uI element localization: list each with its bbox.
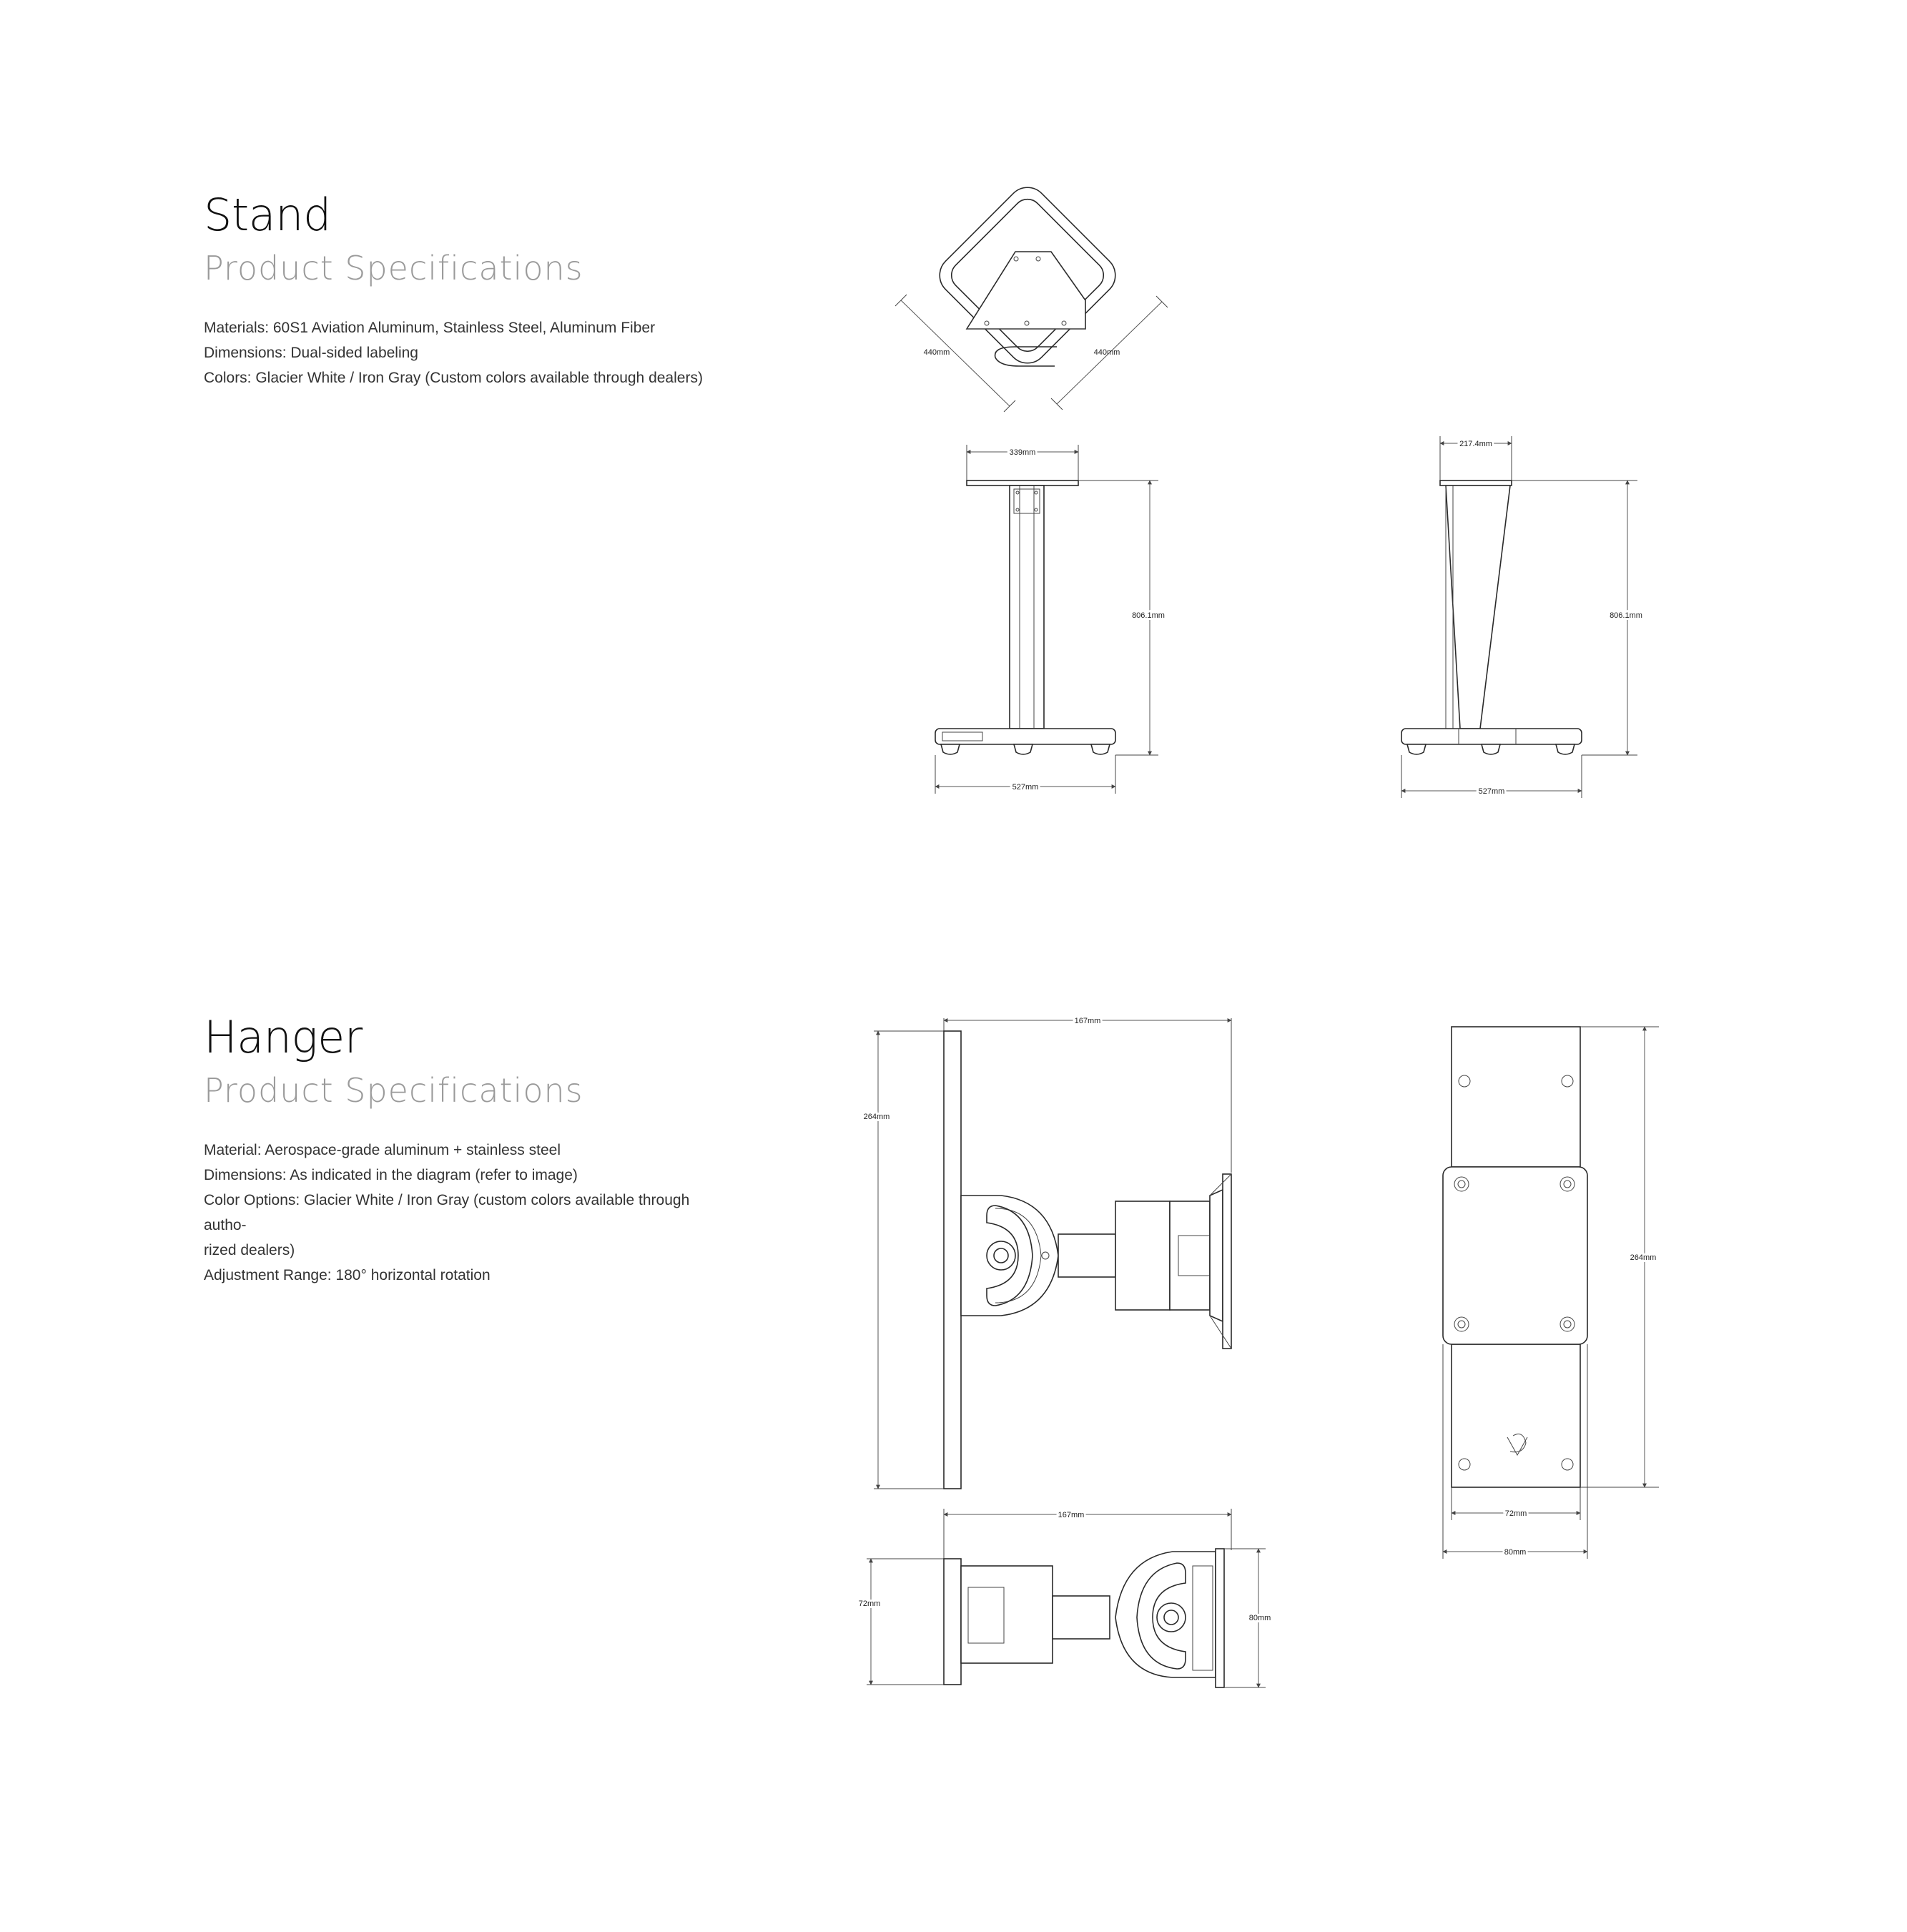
stand-side-dim-top: 217.4mm (1459, 440, 1492, 448)
hanger-spec-colors: Color Options: Glacier White / Iron Gray… (204, 1191, 690, 1233)
stand-subtitle: Product Specifications (204, 249, 583, 287)
stand-side-dim-height: 806.1mm (1610, 611, 1642, 620)
hanger-top-dim-depth: 72mm (859, 1600, 881, 1608)
hanger-spec-colors-cont: rized dealers) (204, 1241, 295, 1258)
hanger-back-dim-outer: 80mm (1504, 1548, 1527, 1557)
hanger-back-view: 264mm 72mm 80mm (1442, 1026, 1659, 1559)
hanger-top-view: 167mm 72mm 80mm (857, 1509, 1273, 1688)
stand-front-dim-height: 806.1mm (1132, 611, 1165, 620)
stand-top-view: 440mm 440mm (895, 187, 1168, 413)
hanger-spec-material: Material: Aerospace-grade aluminum + sta… (204, 1141, 561, 1158)
hanger-title: Hanger (204, 1011, 363, 1063)
stand-side-view: 217.4mm 806.1mm 527mm (1401, 436, 1645, 798)
hanger-back-dim-height: 264mm (1630, 1253, 1657, 1262)
stand-front-view: 339mm 806.1mm 527mm (935, 445, 1167, 794)
hanger-spec-list: Material: Aerospace-grade aluminum + sta… (204, 1138, 733, 1288)
hanger-section: Hanger Product Specifications Material: … (204, 1015, 733, 1288)
hanger-spec-dimensions: Dimensions: As indicated in the diagram … (204, 1166, 578, 1183)
hanger-side-dim-height: 264mm (864, 1113, 890, 1121)
hanger-side-view: 167mm 264mm (862, 1015, 1232, 1489)
hanger-back-dim-inner: 72mm (1505, 1509, 1527, 1518)
hanger-top-dim-width: 167mm (1058, 1511, 1085, 1519)
stand-top-dim-left: 440mm (924, 348, 950, 357)
stand-front-dim-top: 339mm (1010, 448, 1036, 457)
hanger-subtitle: Product Specifications (204, 1071, 583, 1110)
stand-spec-materials: Materials: 60S1 Aviation Aluminum, Stain… (204, 319, 656, 336)
stand-title: Stand (204, 189, 331, 241)
stand-side-dim-base: 527mm (1479, 787, 1505, 796)
hanger-top-dim-plate: 80mm (1249, 1614, 1271, 1622)
hanger-side-dim-width: 167mm (1075, 1017, 1101, 1025)
stand-spec-dimensions: Dimensions: Dual-sided labeling (204, 344, 418, 361)
stand-spec-list: Materials: 60S1 Aviation Aluminum, Stain… (204, 315, 733, 390)
stand-spec-colors: Colors: Glacier White / Iron Gray (Custo… (204, 369, 703, 386)
stand-section: Stand Product Specifications Materials: … (204, 193, 733, 390)
stand-front-dim-base: 527mm (1012, 783, 1039, 792)
hanger-spec-adjustment: Adjustment Range: 180° horizontal rotati… (204, 1266, 491, 1283)
brand-logo-icon (1507, 1434, 1528, 1457)
stand-top-dim-right: 440mm (1094, 348, 1120, 357)
